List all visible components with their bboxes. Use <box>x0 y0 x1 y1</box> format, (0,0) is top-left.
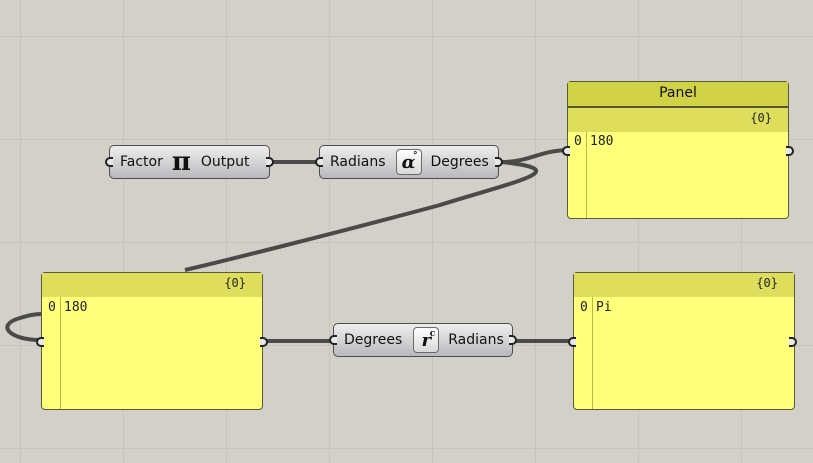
panel-right-output-port[interactable] <box>789 337 797 347</box>
row-index: 0 <box>580 300 588 315</box>
radians-input-port[interactable] <box>329 335 337 345</box>
panel-path-bar: {0} <box>574 273 794 297</box>
panel-left[interactable]: {0} 0 180 <box>36 272 268 410</box>
radians-input-label[interactable]: Degrees <box>344 332 403 348</box>
panel-path-bar: {0} <box>42 273 262 297</box>
alpha-degree-icon: α° <box>395 149 422 175</box>
panel-gutter <box>60 297 61 409</box>
wire-deg-to-leftpanel <box>184 160 539 272</box>
row-value: Pi <box>596 300 612 315</box>
row-index: 0 <box>574 134 582 149</box>
panel-left-input-port[interactable] <box>36 337 44 347</box>
panel-path: {0} <box>756 276 778 290</box>
panel-right-input-port[interactable] <box>568 337 576 347</box>
pi-input-label[interactable]: Factor <box>120 154 163 170</box>
panel-top-input-port[interactable] <box>562 146 570 156</box>
panel-gutter <box>592 297 593 409</box>
radians-output-port[interactable] <box>509 335 517 345</box>
panel-top-output-port[interactable] <box>786 146 794 156</box>
panel-row: 0 Pi <box>580 300 612 315</box>
degrees-output-port[interactable] <box>495 157 503 167</box>
degrees-output-label[interactable]: Degrees <box>430 154 489 170</box>
pi-output-port[interactable] <box>266 157 274 167</box>
panel-title: Panel <box>568 82 788 108</box>
panel-path: {0} <box>224 276 246 290</box>
wire-deg-to-panel <box>501 148 571 164</box>
panel-path: {0} <box>750 111 772 125</box>
degrees-input-port[interactable] <box>315 157 323 167</box>
panel-gutter <box>586 132 587 218</box>
panel-top[interactable]: Panel {0} 0 180 <box>562 81 794 219</box>
row-value: 180 <box>590 134 614 149</box>
panel-row: 0 180 <box>48 300 87 315</box>
wire-leftpanel-wrap <box>5 312 43 342</box>
row-value: 180 <box>64 300 88 315</box>
radians-output-label[interactable]: Radians <box>448 332 504 348</box>
panel-right[interactable]: {0} 0 Pi <box>568 272 797 410</box>
pi-icon: π <box>171 147 191 177</box>
degrees-component[interactable]: Radians α° Degrees <box>315 145 503 179</box>
degrees-input-label[interactable]: Radians <box>330 154 386 170</box>
pi-component[interactable]: Factor π Output <box>105 145 274 179</box>
panel-left-output-port[interactable] <box>260 337 268 347</box>
panel-path-bar: {0} <box>568 108 788 132</box>
pi-output-label[interactable]: Output <box>200 154 250 170</box>
row-index: 0 <box>48 300 56 315</box>
panel-row: 0 180 <box>574 134 613 149</box>
pi-input-port[interactable] <box>105 157 113 167</box>
